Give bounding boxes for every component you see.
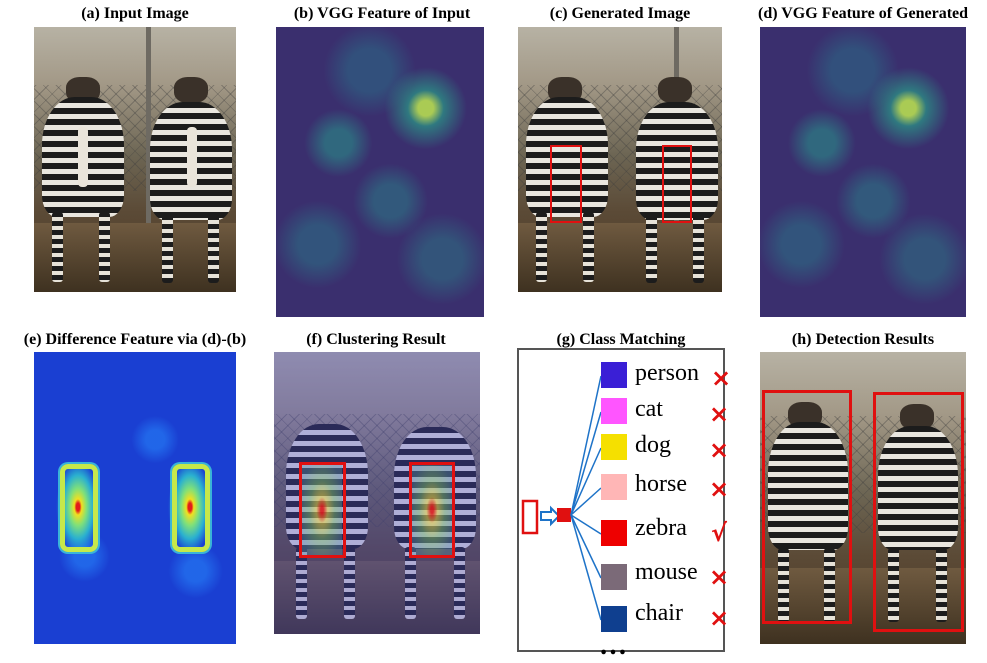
vgg-feature-input-map [276, 27, 484, 317]
class-swatch-chair [601, 606, 627, 632]
matching-connector-diagram [521, 375, 602, 621]
match-check-icon: √ [711, 519, 728, 547]
zebra-leg [296, 547, 307, 619]
class-swatch-cat [601, 398, 627, 424]
zebra-left [526, 97, 608, 217]
difference-feature-map [34, 352, 236, 644]
class-label-horse: horse [635, 471, 687, 497]
generated-image [518, 27, 722, 292]
class-label-cat: cat [635, 396, 663, 422]
ground [274, 560, 480, 634]
ground [34, 223, 236, 292]
cluster-box-left [299, 462, 346, 558]
zebra-leg [99, 212, 110, 282]
class-swatch-mouse [601, 564, 627, 590]
zebra-leg [693, 215, 704, 283]
class-swatch-horse [601, 474, 627, 500]
mismatch-cross-icon: × [709, 475, 730, 503]
zebra-tail [187, 127, 197, 187]
class-label-dog: dog [635, 432, 671, 458]
caption-input-image: (a) Input Image [81, 5, 189, 22]
zebra-leg [536, 212, 547, 282]
class-label-person: person [635, 360, 699, 386]
caption-generated-image: (c) Generated Image [549, 5, 691, 22]
cluster-region-left [302, 464, 342, 556]
anomaly-box-right [662, 145, 692, 223]
class-swatch-dog [601, 434, 627, 460]
detection-results-image [760, 352, 966, 644]
caption-vgg-feature-generated: (d) VGG Feature of Generated [757, 5, 969, 22]
ground [518, 223, 722, 292]
zebra-right [878, 426, 958, 550]
class-swatch-zebra [601, 520, 627, 546]
detection-box-left [762, 390, 852, 624]
hotspot-left-outline [60, 464, 98, 552]
zebra-leg [454, 547, 465, 619]
zebra-leg [888, 548, 899, 622]
detection-box-right [873, 392, 964, 632]
class-matching-panel: person×cat×dog×horse×zebra√mouse×chair× … [517, 348, 731, 661]
zebra-leg [778, 548, 789, 622]
zebra-leg [583, 212, 594, 282]
fence-post [146, 27, 151, 247]
mismatch-cross-icon: × [709, 604, 730, 632]
mismatch-cross-icon: × [709, 436, 730, 464]
class-label-zebra: zebra [635, 515, 687, 541]
mismatch-cross-icon: × [711, 364, 732, 392]
zebra-leg [162, 215, 173, 283]
mismatch-cross-icon: × [709, 400, 730, 428]
zebra-leg [208, 215, 219, 283]
arrow-icon [540, 505, 561, 527]
zebra-leg [344, 547, 355, 619]
caption-class-matching: (g) Class Matching [556, 331, 686, 348]
zebra-right [636, 102, 718, 220]
zebra-left [768, 422, 848, 550]
input-image [34, 27, 236, 292]
class-label-mouse: mouse [635, 559, 698, 585]
more-classes-ellipsis: … [599, 630, 629, 661]
cluster-box-right [409, 462, 455, 558]
anomaly-box-left [550, 145, 582, 223]
class-label-chair: chair [635, 600, 683, 626]
region-proposal-icon [521, 499, 539, 535]
hotspot-right-outline [172, 464, 210, 552]
caption-difference-feature: (e) Difference Feature via (d)-(b) [23, 331, 247, 348]
caption-vgg-feature-input: (b) VGG Feature of Input [293, 5, 471, 22]
class-swatch-person [601, 362, 627, 388]
zebra-leg [405, 547, 416, 619]
zebra-head [658, 77, 692, 103]
caption-detection-results: (h) Detection Results [791, 331, 935, 348]
zebra-head [900, 404, 934, 430]
mismatch-cross-icon: × [709, 563, 730, 591]
caption-clustering-result: (f) Clustering Result [306, 331, 446, 348]
connector-lines [570, 375, 602, 621]
zebra-leg [936, 548, 947, 622]
zebra-leg [646, 215, 657, 283]
zebra-leg [824, 548, 835, 622]
clustering-result-image [274, 352, 480, 634]
zebra-head [174, 77, 208, 103]
vgg-feature-generated-map [760, 27, 966, 317]
feature-square-icon [557, 508, 571, 522]
cluster-region-right [412, 464, 452, 556]
zebra-leg [52, 212, 63, 282]
zebra-tail [78, 127, 88, 187]
